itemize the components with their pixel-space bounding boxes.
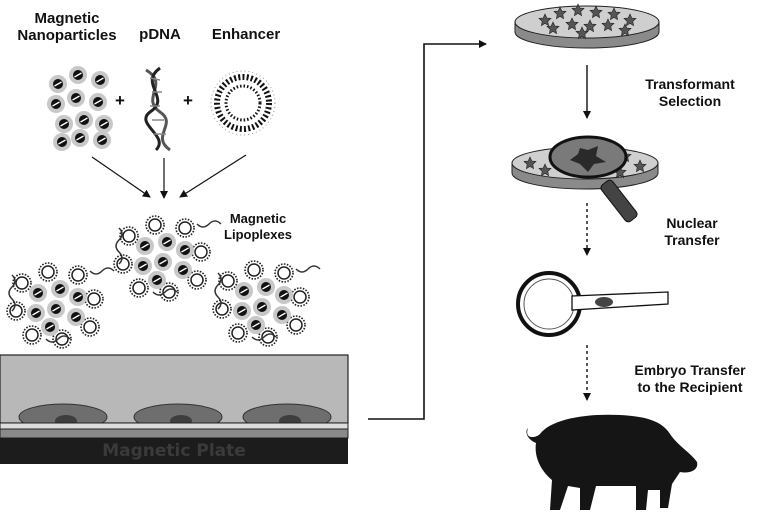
dish-with-magnifier — [511, 135, 659, 223]
transformant-selection-label: Transformant Selection — [645, 76, 735, 109]
nanoparticle-cluster — [46, 65, 114, 152]
magnetic-lipoplexes-label: Magnetic Lipoplexes — [224, 211, 292, 242]
culture-plate — [0, 354, 349, 464]
petri-dish-colonies — [514, 3, 660, 49]
oocyte-pipette — [516, 271, 669, 337]
magnetic-plate-label: Magnetic Plate — [102, 441, 246, 461]
converging-arrows — [91, 154, 247, 199]
embryo-transfer-label: Embryo Transfer to the Recipient — [634, 362, 746, 395]
magnetic-nanoparticles-label: Magnetic Nanoparticles — [17, 10, 117, 44]
enhancer-label: Enhancer — [211, 26, 281, 43]
pdna-label: pDNA — [139, 26, 181, 43]
enhancer-liposome-icon — [210, 70, 276, 136]
plus-sign: + — [115, 91, 125, 110]
pdna-helix-icon — [144, 66, 171, 152]
connector-arrow — [368, 40, 487, 420]
nuclear-transfer-label: Nuclear Transfer — [664, 215, 720, 248]
pig-silhouette-icon — [526, 414, 698, 510]
plus-sign: + — [183, 91, 193, 110]
